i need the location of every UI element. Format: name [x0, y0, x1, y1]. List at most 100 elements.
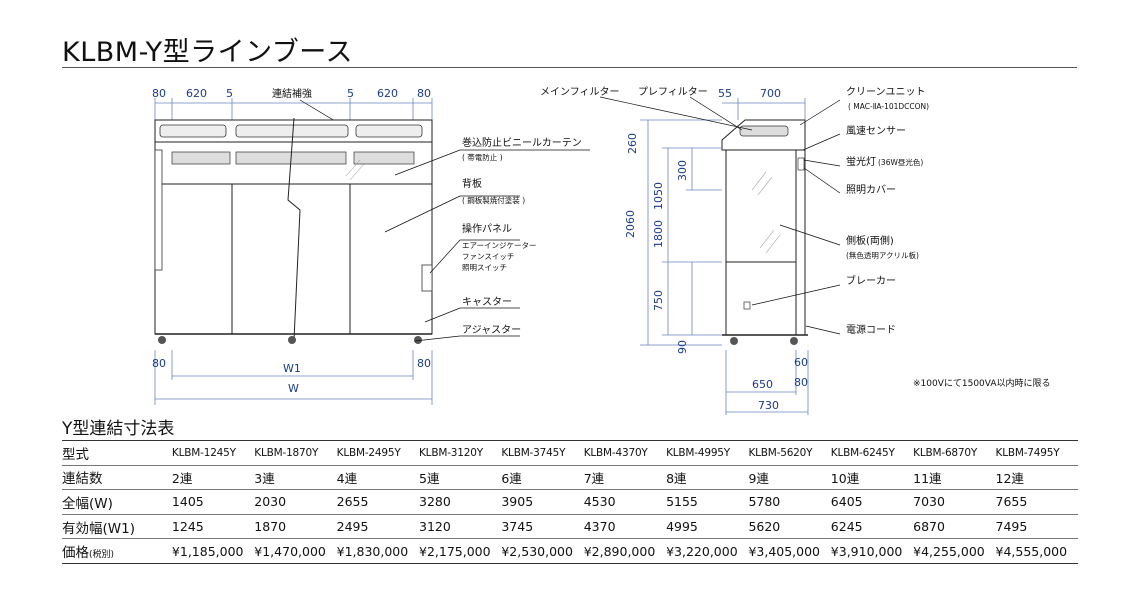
table-cell: 5連 — [419, 465, 502, 491]
row-header-label: 価格 — [62, 545, 89, 562]
label-wind-sensor: 風速センサー — [846, 125, 906, 137]
table-cell: 2連 — [171, 465, 255, 491]
row-header: 連結数 — [62, 465, 172, 491]
label-clean-unit: クリーンユニット — [846, 86, 926, 98]
table-cell: 3連 — [254, 465, 337, 491]
label-breaker: ブレーカー — [846, 274, 896, 287]
label-curtain-sub: ( 帯電防止 ) — [462, 152, 503, 162]
row-header-label: 有効幅(W1) — [62, 520, 135, 537]
label-side-panel: 側板(両側) — [846, 234, 894, 247]
table-cell: KLBM-6870Y — [913, 440, 996, 466]
table-cell: ¥3,220,000 — [666, 538, 749, 564]
table-cell: 3905 — [501, 489, 584, 515]
table-cell: ¥2,890,000 — [583, 538, 667, 564]
table-cell: 4連 — [336, 465, 419, 491]
table-cell: KLBM-2495Y — [336, 440, 419, 466]
table-cell: KLBM-1870Y — [254, 440, 337, 466]
table-row: 価格(税別)¥1,185,000¥1,470,000¥1,830,000¥2,1… — [62, 538, 1078, 564]
table-cell: 9連 — [748, 465, 831, 491]
label-panel-sub3: 照明スイッチ — [462, 263, 507, 272]
table-title: Y型連結寸法表 — [62, 419, 175, 439]
table-cell: ¥1,470,000 — [254, 538, 337, 564]
label-renketsu: 連結補強 — [272, 87, 312, 100]
front-dim-top-3: 5 — [226, 87, 233, 100]
side-dim-300: 300 — [676, 160, 689, 181]
label-backboard-sub: ( 鋼板製焼付塗装 ) — [462, 195, 525, 205]
table-cell: ¥3,405,000 — [748, 538, 831, 564]
label-lamp-cover: 照明カバー — [846, 184, 896, 196]
front-view: 80 620 5 5 620 80 連結補強 — [152, 87, 590, 405]
table-cell: KLBM-4370Y — [583, 440, 667, 466]
side-dim-2060: 2060 — [624, 210, 637, 238]
table-cell: 5780 — [748, 489, 831, 515]
front-dim-w1: W1 — [283, 362, 301, 375]
side-dim-750: 750 — [652, 290, 665, 311]
table-cell: KLBM-7495Y — [995, 440, 1078, 466]
label-clean-unit-sub: ( MAC-ⅡA-101DCCON) — [848, 102, 929, 111]
front-dim-top-4: 5 — [347, 87, 354, 100]
side-dim-1050: 1050 — [652, 182, 665, 210]
front-dim-top-1: 80 — [152, 87, 166, 100]
table-cell: ¥2,175,000 — [419, 538, 502, 564]
front-dim-top-6: 80 — [417, 87, 431, 100]
table-cell: KLBM-3120Y — [419, 440, 502, 466]
table-cell: ¥4,555,000 — [995, 538, 1078, 564]
table-cell: 1245 — [171, 514, 255, 540]
table-cell: 8連 — [666, 465, 749, 491]
label-backboard: 背板 — [462, 177, 482, 190]
page-title: KLBM-Y型ラインブース — [62, 37, 353, 68]
table-cell: ¥3,910,000 — [830, 538, 914, 564]
table-cell: KLBM-3745Y — [501, 440, 584, 466]
side-dim-650: 650 — [752, 378, 773, 391]
table-cell: 4995 — [666, 514, 749, 540]
table-cell: 2030 — [254, 489, 337, 515]
row-header-note: (税別) — [89, 550, 115, 561]
table-cell: 4370 — [583, 514, 667, 540]
label-main-filter: メインフィルター — [540, 86, 620, 98]
side-dim-top-2: 700 — [760, 87, 781, 100]
table-cell: 12連 — [995, 465, 1078, 491]
table-cell: 1405 — [171, 489, 255, 515]
front-dim-top-2: 620 — [186, 87, 207, 100]
table-cell: 6870 — [913, 514, 996, 540]
table-cell: 7655 — [995, 489, 1078, 515]
row-header: 型式 — [62, 440, 172, 466]
table-cell: KLBM-5620Y — [748, 440, 831, 466]
row-header: 全幅(W) — [62, 489, 172, 515]
table-cell: 7495 — [995, 514, 1078, 540]
table-cell: ¥2,530,000 — [501, 538, 584, 564]
table-cell: 6連 — [501, 465, 584, 491]
table-cell: 7連 — [583, 465, 667, 491]
table-cell: 6245 — [830, 514, 914, 540]
label-cord: 電源コード — [846, 323, 896, 336]
front-dim-top-5: 620 — [377, 87, 398, 100]
technical-drawing: 80 620 5 5 620 80 連結補強 — [152, 86, 1051, 415]
side-dim-60: 60 — [794, 356, 808, 369]
table-cell: 4530 — [583, 489, 667, 515]
table-cell: 5620 — [748, 514, 831, 540]
table-cell: 3120 — [419, 514, 502, 540]
label-panel: 操作パネル — [462, 222, 512, 235]
label-lamp-sub: (36W昼光色) — [878, 157, 923, 167]
row-header: 有効幅(W1) — [62, 514, 172, 540]
label-panel-sub2: ファンスイッチ — [462, 252, 514, 261]
table-cell: KLBM-1245Y — [171, 440, 255, 466]
front-dim-bottom-right: 80 — [417, 357, 431, 370]
side-view: 55 700 — [540, 86, 1051, 415]
table-cell: KLBM-6245Y — [830, 440, 914, 466]
table-cell: 6405 — [830, 489, 914, 515]
row-header-label: 型式 — [62, 446, 89, 463]
table-cell: 11連 — [913, 465, 996, 491]
row-header: 価格(税別) — [62, 538, 172, 564]
title-divider — [62, 67, 1077, 68]
side-dim-top-1: 55 — [718, 87, 732, 100]
front-dim-w: W — [288, 382, 299, 395]
label-lamp-main: 蛍光灯 — [846, 155, 876, 168]
table-cell: 2655 — [336, 489, 419, 515]
side-dim-730: 730 — [758, 399, 779, 412]
